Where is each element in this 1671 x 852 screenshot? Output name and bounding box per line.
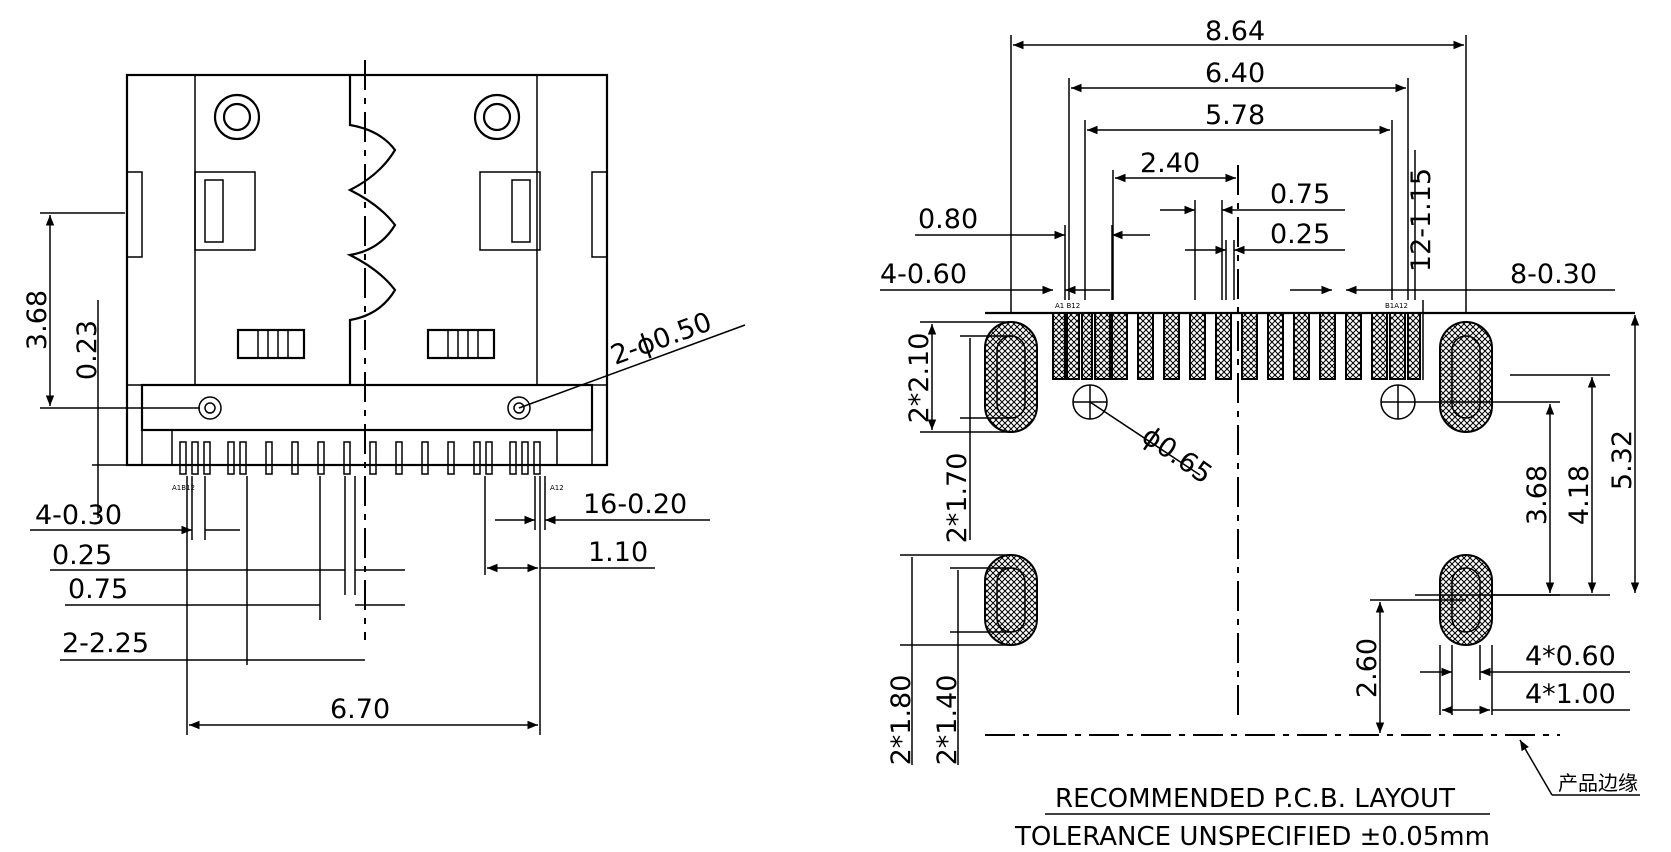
- dim-2x1-70: 2*1.70: [942, 453, 973, 544]
- dim-0-75-front: 0.75: [68, 574, 128, 605]
- signal-pads: [1052, 312, 1421, 380]
- right-window: [426, 328, 496, 360]
- left-window: [236, 328, 306, 360]
- left-latch: [194, 171, 256, 251]
- dim-8-64: 8.64: [1205, 16, 1265, 47]
- pin-label-left: A1B12: [172, 484, 195, 492]
- right-hole: [507, 396, 531, 420]
- pad-label-right: B1A12: [1385, 302, 1408, 310]
- pin-label-right: A12: [550, 484, 564, 492]
- dim-4-0-30: 4-0.30: [35, 500, 122, 531]
- dim-3-68-front: 3.68: [22, 290, 53, 350]
- dim-12-1-15: 12-1.15: [1406, 168, 1437, 272]
- dim-2x1-80: 2*1.80: [886, 675, 917, 766]
- pcb-layout-title: RECOMMENDED P.C.B. LAYOUT: [1055, 784, 1455, 814]
- pcb-layout-subtitle: TOLERANCE UNSPECIFIED ±0.05mm: [1014, 822, 1490, 852]
- break-line: [346, 75, 397, 385]
- dim-0-80: 0.80: [918, 204, 978, 235]
- product-edge-note: 产品边缘: [1558, 771, 1638, 795]
- dim-4-0-60: 4-0.60: [880, 259, 967, 290]
- dim-0-25-pcb: 0.25: [1270, 219, 1330, 250]
- right-boss-circle: [473, 93, 521, 141]
- dim-1-10: 1.10: [588, 537, 648, 568]
- dim-5-78: 5.78: [1205, 100, 1265, 131]
- dim-5-32: 5.32: [1607, 430, 1638, 490]
- dim-phi-0-65: ϕ0.65: [1136, 420, 1218, 490]
- dim-16-0-20: 16-0.20: [583, 489, 687, 520]
- dim-2-2-25: 2-2.25: [62, 628, 149, 659]
- dim-2x2-10: 2*2.10: [904, 333, 935, 424]
- dim-8-0-30: 8-0.30: [1510, 259, 1597, 290]
- dim-4-18: 4.18: [1564, 465, 1595, 525]
- dim-0-75-pcb: 0.75: [1270, 179, 1330, 210]
- left-hole: [198, 396, 222, 420]
- dim-2-40: 2.40: [1140, 148, 1200, 179]
- dim-2-phi-0-50: 2-ϕ0.50: [607, 307, 716, 372]
- dim-6-70: 6.70: [330, 694, 390, 725]
- dim-4x1-00: 4*1.00: [1525, 679, 1616, 710]
- front-view: A1B12 A12 3.68 0.23 2-ϕ0.50 4-0.30 0.25 …: [22, 60, 746, 735]
- pad-label-left: A1 B12: [1055, 302, 1080, 310]
- shell-slots: [984, 321, 1493, 646]
- dim-3-68-pcb: 3.68: [1522, 465, 1553, 525]
- dim-4x0-60: 4*0.60: [1525, 641, 1616, 672]
- right-latch: [479, 171, 541, 251]
- pin-row: [179, 441, 541, 475]
- dim-2-60: 2.60: [1352, 638, 1383, 698]
- left-boss-circle: [213, 93, 261, 141]
- pcb-layout-view: A1 B12 B1A12 8.64 6.40: [880, 16, 1640, 852]
- dim-6-40: 6.40: [1205, 58, 1265, 89]
- dim-2x1-40: 2*1.40: [932, 675, 963, 766]
- dim-0-23: 0.23: [72, 320, 103, 380]
- dim-0-25-front: 0.25: [52, 540, 112, 571]
